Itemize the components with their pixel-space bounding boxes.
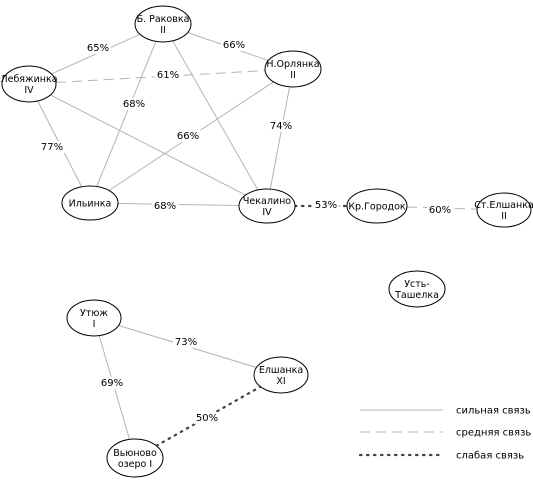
- node-label: Утюж: [80, 308, 108, 319]
- edge-label-bg: [121, 98, 147, 110]
- node-label: XI: [276, 376, 285, 387]
- node-ust-tashelka: Усть-Ташелка: [388, 270, 446, 308]
- node-label: Чекалино: [243, 196, 291, 207]
- node-label: Елшанка: [259, 365, 303, 376]
- node-label: II: [290, 70, 296, 81]
- node-ellipse: [253, 356, 309, 394]
- node-label: IV: [262, 207, 272, 218]
- edge-lebyazhinka-rakovka: [51, 33, 141, 75]
- node-label: озеро I: [118, 459, 152, 470]
- node-ellipse: [476, 192, 532, 228]
- edge-label-lebyazhinka-orlyanka: 61%: [157, 70, 179, 81]
- edge-label-rakovka-ilyinka: 68%: [123, 99, 145, 110]
- node-label: Лебяжинка: [0, 74, 57, 85]
- edge-label-lebyazhinka-rakovka: 65%: [87, 43, 109, 54]
- edge-label-rakovka-orlyanka: 66%: [223, 40, 245, 51]
- edge-label-bg: [175, 130, 201, 142]
- node-ellipse: [66, 299, 122, 337]
- node-ellipse: [264, 50, 322, 88]
- edge-label-ilyinka-chekalino: 68%: [154, 201, 176, 212]
- edge-orlyanka-chekalino: [269, 86, 291, 190]
- node-label: Кр.Городок: [348, 202, 406, 213]
- node-ellipse: [238, 188, 296, 224]
- edge-label-bg: [39, 141, 65, 153]
- node-label: Б. Раковка: [137, 14, 190, 25]
- edge-vyunovo-elshanka11: [155, 385, 262, 447]
- edge-label-chekalino-gorodok: 53%: [315, 200, 337, 211]
- node-ilyinka: Ильинка: [61, 185, 119, 221]
- edge-ilyinka-chekalino: [117, 202, 240, 207]
- edge-lebyazhinka-chekalino: [50, 94, 246, 196]
- node-label: Н.Орлянка: [266, 59, 319, 70]
- node-ellipse: [388, 270, 446, 308]
- edge-label-bg: [194, 412, 220, 424]
- node-label: I: [93, 319, 96, 330]
- edge-rakovka-chekalino: [172, 40, 259, 191]
- node-label: Вьюново: [113, 448, 157, 459]
- edge-label-lebyazhinka-ilyinka: 77%: [41, 142, 63, 153]
- edge-label-utyuzh-vyunovo: 69%: [101, 378, 123, 389]
- edge-label-bg: [313, 199, 339, 211]
- legend-label-weak: слабая связь: [456, 451, 524, 462]
- nodes-layer: Б. РаковкаIIЛебяжинкаIVН.ОрлянкаIIИльинк…: [0, 5, 533, 478]
- node-ellipse: [1, 65, 57, 103]
- node-ellipse: [346, 188, 408, 224]
- edge-label-bg: [99, 377, 125, 389]
- node-label: II: [501, 211, 507, 222]
- node-label: II: [160, 25, 166, 36]
- edge-labels-layer: 65% 66% 61% 68% 77% 66% 74% 68% 53% 60% 73% 69% 50%: [39, 39, 453, 424]
- legend: сильная связь средняя связь слабая связь: [358, 406, 531, 462]
- edge-label-bg: [221, 39, 247, 51]
- edge-label-orlyanka-ilyinka: 66%: [177, 131, 199, 142]
- node-ellipse: [134, 5, 192, 43]
- edge-label-orlyanka-chekalino: 74%: [270, 121, 292, 132]
- node-ellipse: [106, 438, 164, 478]
- legend-label-strong: сильная связь: [456, 406, 531, 417]
- edge-label-utyuzh-elshanka11: 73%: [175, 337, 197, 348]
- edge-label-bg: [155, 69, 181, 81]
- node-label: IV: [24, 85, 34, 96]
- node-ellipse: [61, 185, 119, 221]
- edge-label-gorodok-elshanka2: 60%: [429, 205, 451, 216]
- node-label: Ст.Елшанка: [474, 200, 533, 211]
- node-label: Усть-: [404, 279, 430, 290]
- node-gorodok: Кр.Городок: [346, 188, 408, 224]
- edge-label-bg: [85, 42, 111, 54]
- edge-label-bg: [268, 120, 294, 132]
- edge-label-bg: [173, 336, 199, 348]
- node-label: Ташелка: [394, 290, 439, 301]
- node-label: Ильинка: [69, 199, 112, 210]
- edge-label-bg: [427, 204, 453, 216]
- legend-label-medium: средняя связь: [456, 428, 531, 439]
- edge-rakovka-ilyinka: [96, 41, 157, 187]
- edge-label-vyunovo-elshanka11: 50%: [196, 413, 218, 424]
- edge-label-bg: [152, 200, 178, 212]
